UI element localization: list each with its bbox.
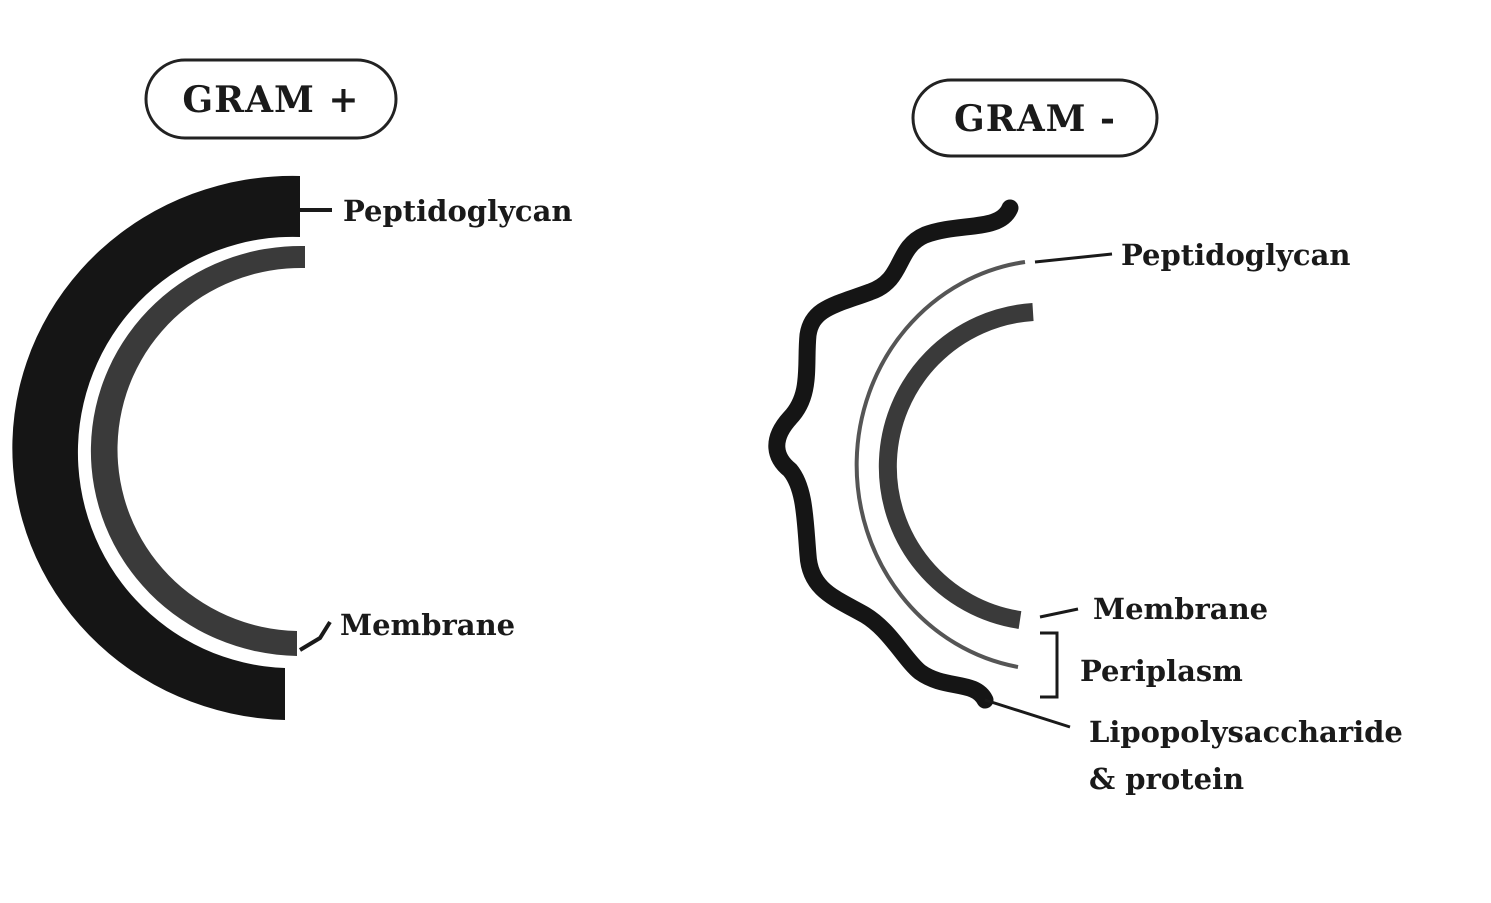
- gram-negative-periplasm-bracket: [1040, 633, 1057, 697]
- gram-positive-membrane-label: Membrane: [340, 608, 515, 642]
- gram-negative-membrane-leader: [1040, 609, 1078, 617]
- gram-negative-lps-label-line1: Lipopolysaccharide: [1089, 715, 1403, 749]
- gram-negative-periplasm-label: Periplasm: [1080, 654, 1243, 688]
- gram-positive-membrane-leader: [300, 622, 330, 650]
- gram-negative-lps-leader: [985, 700, 1070, 727]
- gram-negative-membrane-layer: [888, 312, 1033, 620]
- gram-positive-title: GRAM +: [182, 79, 359, 121]
- gram-negative-title: GRAM -: [954, 98, 1116, 140]
- gram-negative-membrane-label: Membrane: [1093, 592, 1268, 626]
- gram-negative-peptidoglycan-label: Peptidoglycan: [1121, 238, 1350, 272]
- gram-negative-panel: GRAM - Peptidoglycan Membrane Periplasm …: [777, 80, 1403, 796]
- gram-negative-lps-label-line2: & protein: [1089, 762, 1244, 796]
- gram-positive-panel: GRAM + Peptidoglycan Membrane: [12, 60, 572, 720]
- gram-negative-peptidoglycan-leader: [1035, 254, 1112, 262]
- gram-positive-peptidoglycan-label: Peptidoglycan: [343, 194, 572, 228]
